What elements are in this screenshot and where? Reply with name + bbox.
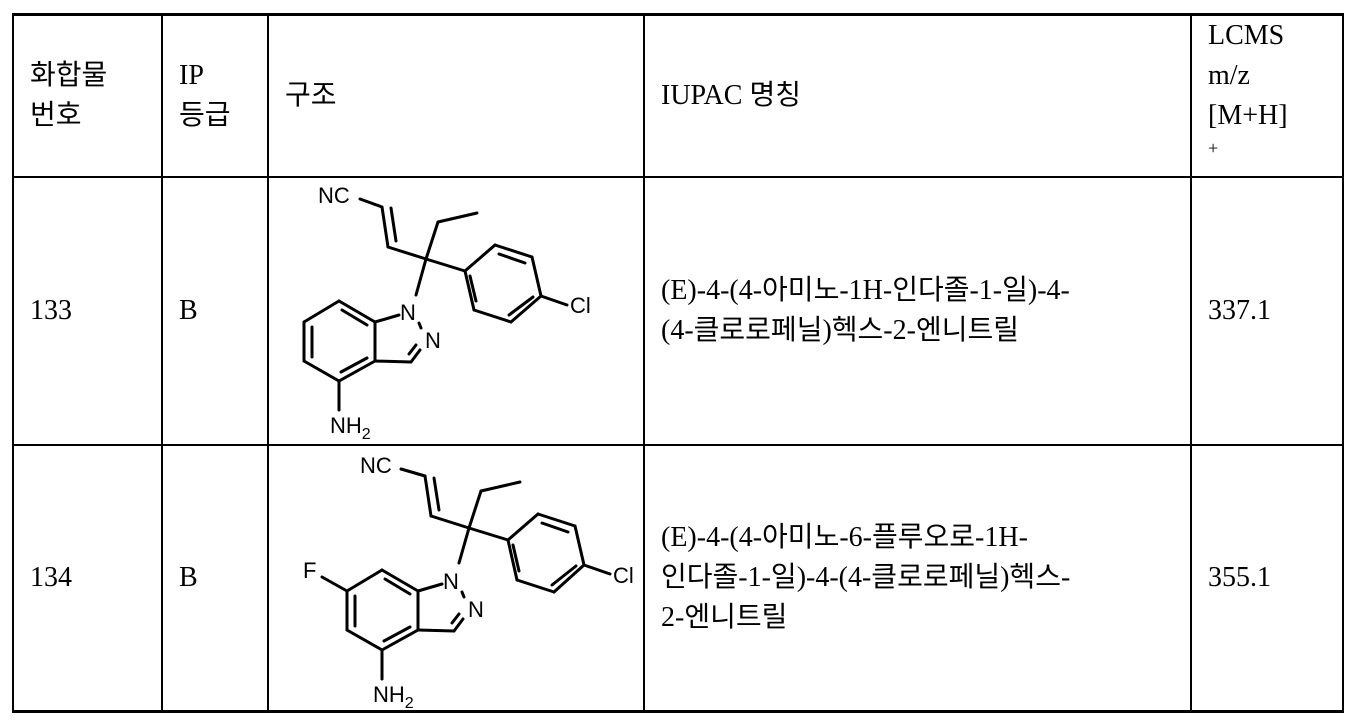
chemical-structure-133: NC Cl N N NH2: [285, 178, 643, 444]
table-row: 133 B: [12, 176, 1344, 446]
iupac-line: (4-클로로페닐)헥스-2-엔니트릴: [661, 315, 1019, 346]
iupac-line: (E)-4-(4-아미노-1H-인다졸-1-일)-4-: [661, 275, 1070, 306]
cell-ip-grade: B: [161, 176, 269, 446]
header-ip-grade: IP 등급: [161, 13, 269, 178]
header-lcms-line1: LCMS: [1208, 20, 1285, 51]
label-amine: NH2: [330, 413, 371, 443]
header-structure: 구조: [267, 13, 645, 178]
table-row: 134 B: [12, 444, 1344, 713]
label-nitrile: NC: [360, 453, 392, 478]
header-compound-no: 화합물 번호: [12, 13, 163, 178]
label-nitrile: NC: [318, 183, 350, 208]
header-lcms-line3: [M+H] +: [1208, 96, 1342, 176]
cell-iupac-name: (E)-4-(4-아미노-6-플루오로-1H- 인다졸-1-일)-4-(4-클로…: [643, 444, 1192, 713]
compound-table: 화합물 번호 IP 등급 구조 IUPAC 명칭 LCMS m/z [M+H] +…: [12, 13, 1344, 713]
header-lcms-charge: +: [1208, 138, 1219, 158]
header-compound-no-line1: 화합물: [30, 60, 108, 91]
header-iupac-name: IUPAC 명칭: [643, 13, 1192, 178]
header-compound-no-line2: 번호: [30, 100, 82, 131]
label-chloro: Cl: [570, 293, 591, 318]
header-lcms-ion: [M+H]: [1208, 100, 1288, 131]
iupac-line: (E)-4-(4-아미노-6-플루오로-1H-: [661, 522, 1028, 553]
header-ip-grade-line2: 등급: [179, 100, 231, 131]
cell-compound-no: 134: [12, 444, 163, 713]
label-chloro: Cl: [613, 563, 634, 588]
cell-ip-grade: B: [161, 444, 269, 713]
cell-iupac-name: (E)-4-(4-아미노-1H-인다졸-1-일)-4- (4-클로로페닐)헥스-…: [643, 176, 1192, 446]
label-n2: N: [468, 597, 484, 622]
header-row: 화합물 번호 IP 등급 구조 IUPAC 명칭 LCMS m/z [M+H] +: [12, 13, 1344, 178]
label-amine: NH2: [373, 682, 414, 710]
cell-structure: NC Cl F N N NH2: [267, 444, 645, 713]
label-n1: N: [400, 300, 416, 325]
cell-lcms: 355.1: [1190, 444, 1344, 713]
header-lcms: LCMS m/z [M+H] +: [1190, 13, 1344, 178]
cell-compound-no: 133: [12, 176, 163, 446]
label-n2: N: [425, 328, 441, 353]
label-fluoro: F: [303, 558, 316, 583]
chemical-structure-134: NC Cl F N N NH2: [285, 446, 643, 710]
label-n1: N: [443, 569, 459, 594]
iupac-line: 2-엔니트릴: [661, 602, 788, 633]
cell-structure: NC Cl N N NH2: [267, 176, 645, 446]
cell-lcms: 337.1: [1190, 176, 1344, 446]
header-ip-grade-line1: IP: [179, 60, 204, 91]
header-lcms-line2: m/z: [1208, 60, 1250, 91]
iupac-line: 인다졸-1-일)-4-(4-클로로페닐)헥스-: [661, 562, 1071, 593]
